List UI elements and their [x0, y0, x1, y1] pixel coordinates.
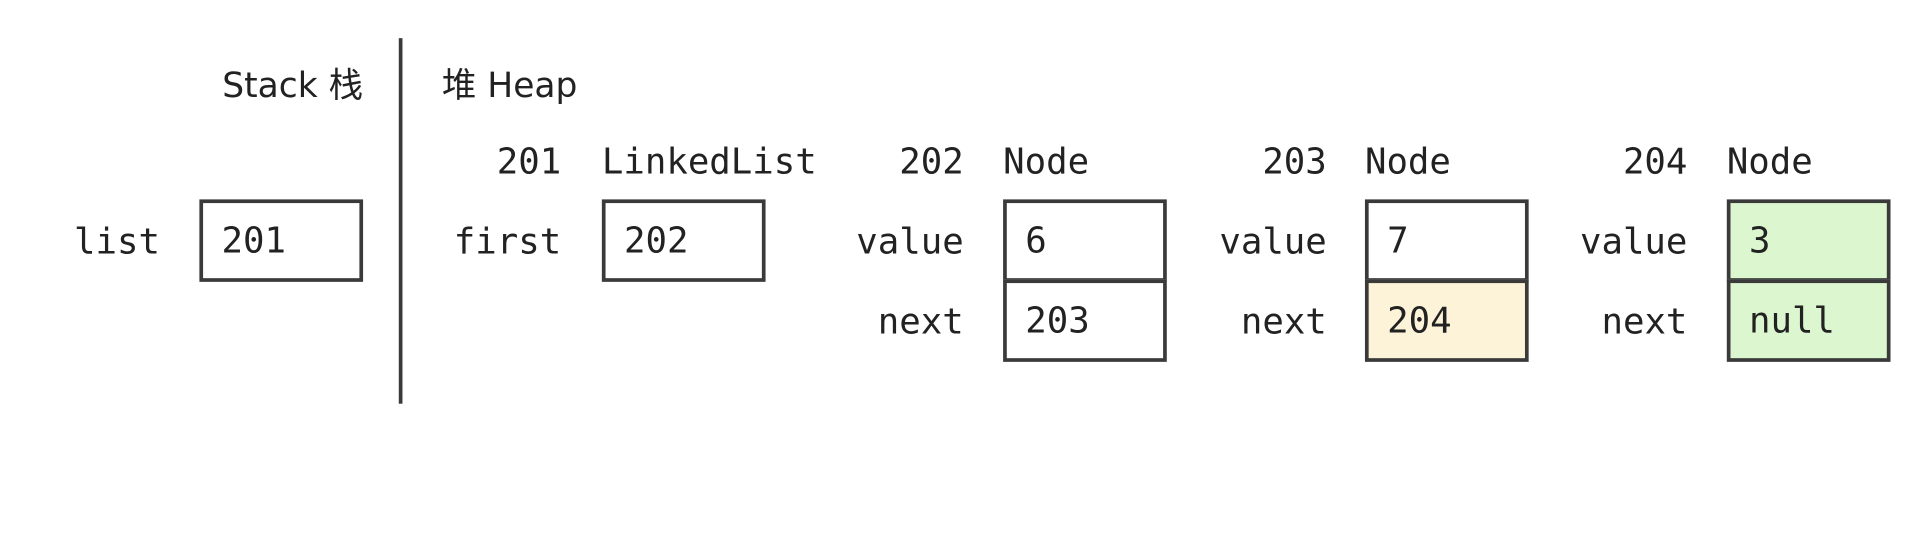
object-202-field-next-label: next	[877, 300, 964, 343]
object-201-field-first-label: first	[453, 220, 562, 263]
object-204-field-next-value: null	[1726, 279, 1891, 362]
object-202-field-value-value: 6	[1003, 199, 1167, 282]
object-201-type: LinkedList	[601, 140, 817, 183]
object-202-field-value-label: value	[856, 220, 964, 263]
object-203-field-value-value: 7	[1364, 199, 1529, 282]
object-204-address: 204	[1622, 140, 1688, 183]
object-203-field-next-label: next	[1240, 300, 1327, 343]
stack-title: Stack 栈	[222, 65, 364, 106]
object-202-type: Node	[1003, 140, 1090, 183]
object-204-type: Node	[1726, 140, 1813, 183]
object-202-address: 202	[899, 140, 964, 183]
object-203-field-value-label: value	[1219, 220, 1327, 263]
stack-var-value-list: 201	[199, 199, 364, 282]
object-204-field-next-label: next	[1601, 300, 1688, 343]
stack-var-name-list: list	[74, 220, 161, 263]
object-203-type: Node	[1364, 140, 1451, 183]
object-203-address: 203	[1262, 140, 1327, 183]
object-201-address: 201	[496, 140, 562, 183]
object-203-field-next-value: 204	[1364, 279, 1529, 362]
object-204-field-value-value: 3	[1726, 199, 1891, 282]
object-202-field-next-value: 203	[1003, 279, 1167, 362]
heap-title: 堆 Heap	[441, 65, 578, 106]
stack-heap-divider	[398, 38, 403, 404]
object-204-field-value-label: value	[1579, 220, 1688, 263]
object-201-field-first-value: 202	[601, 199, 766, 282]
